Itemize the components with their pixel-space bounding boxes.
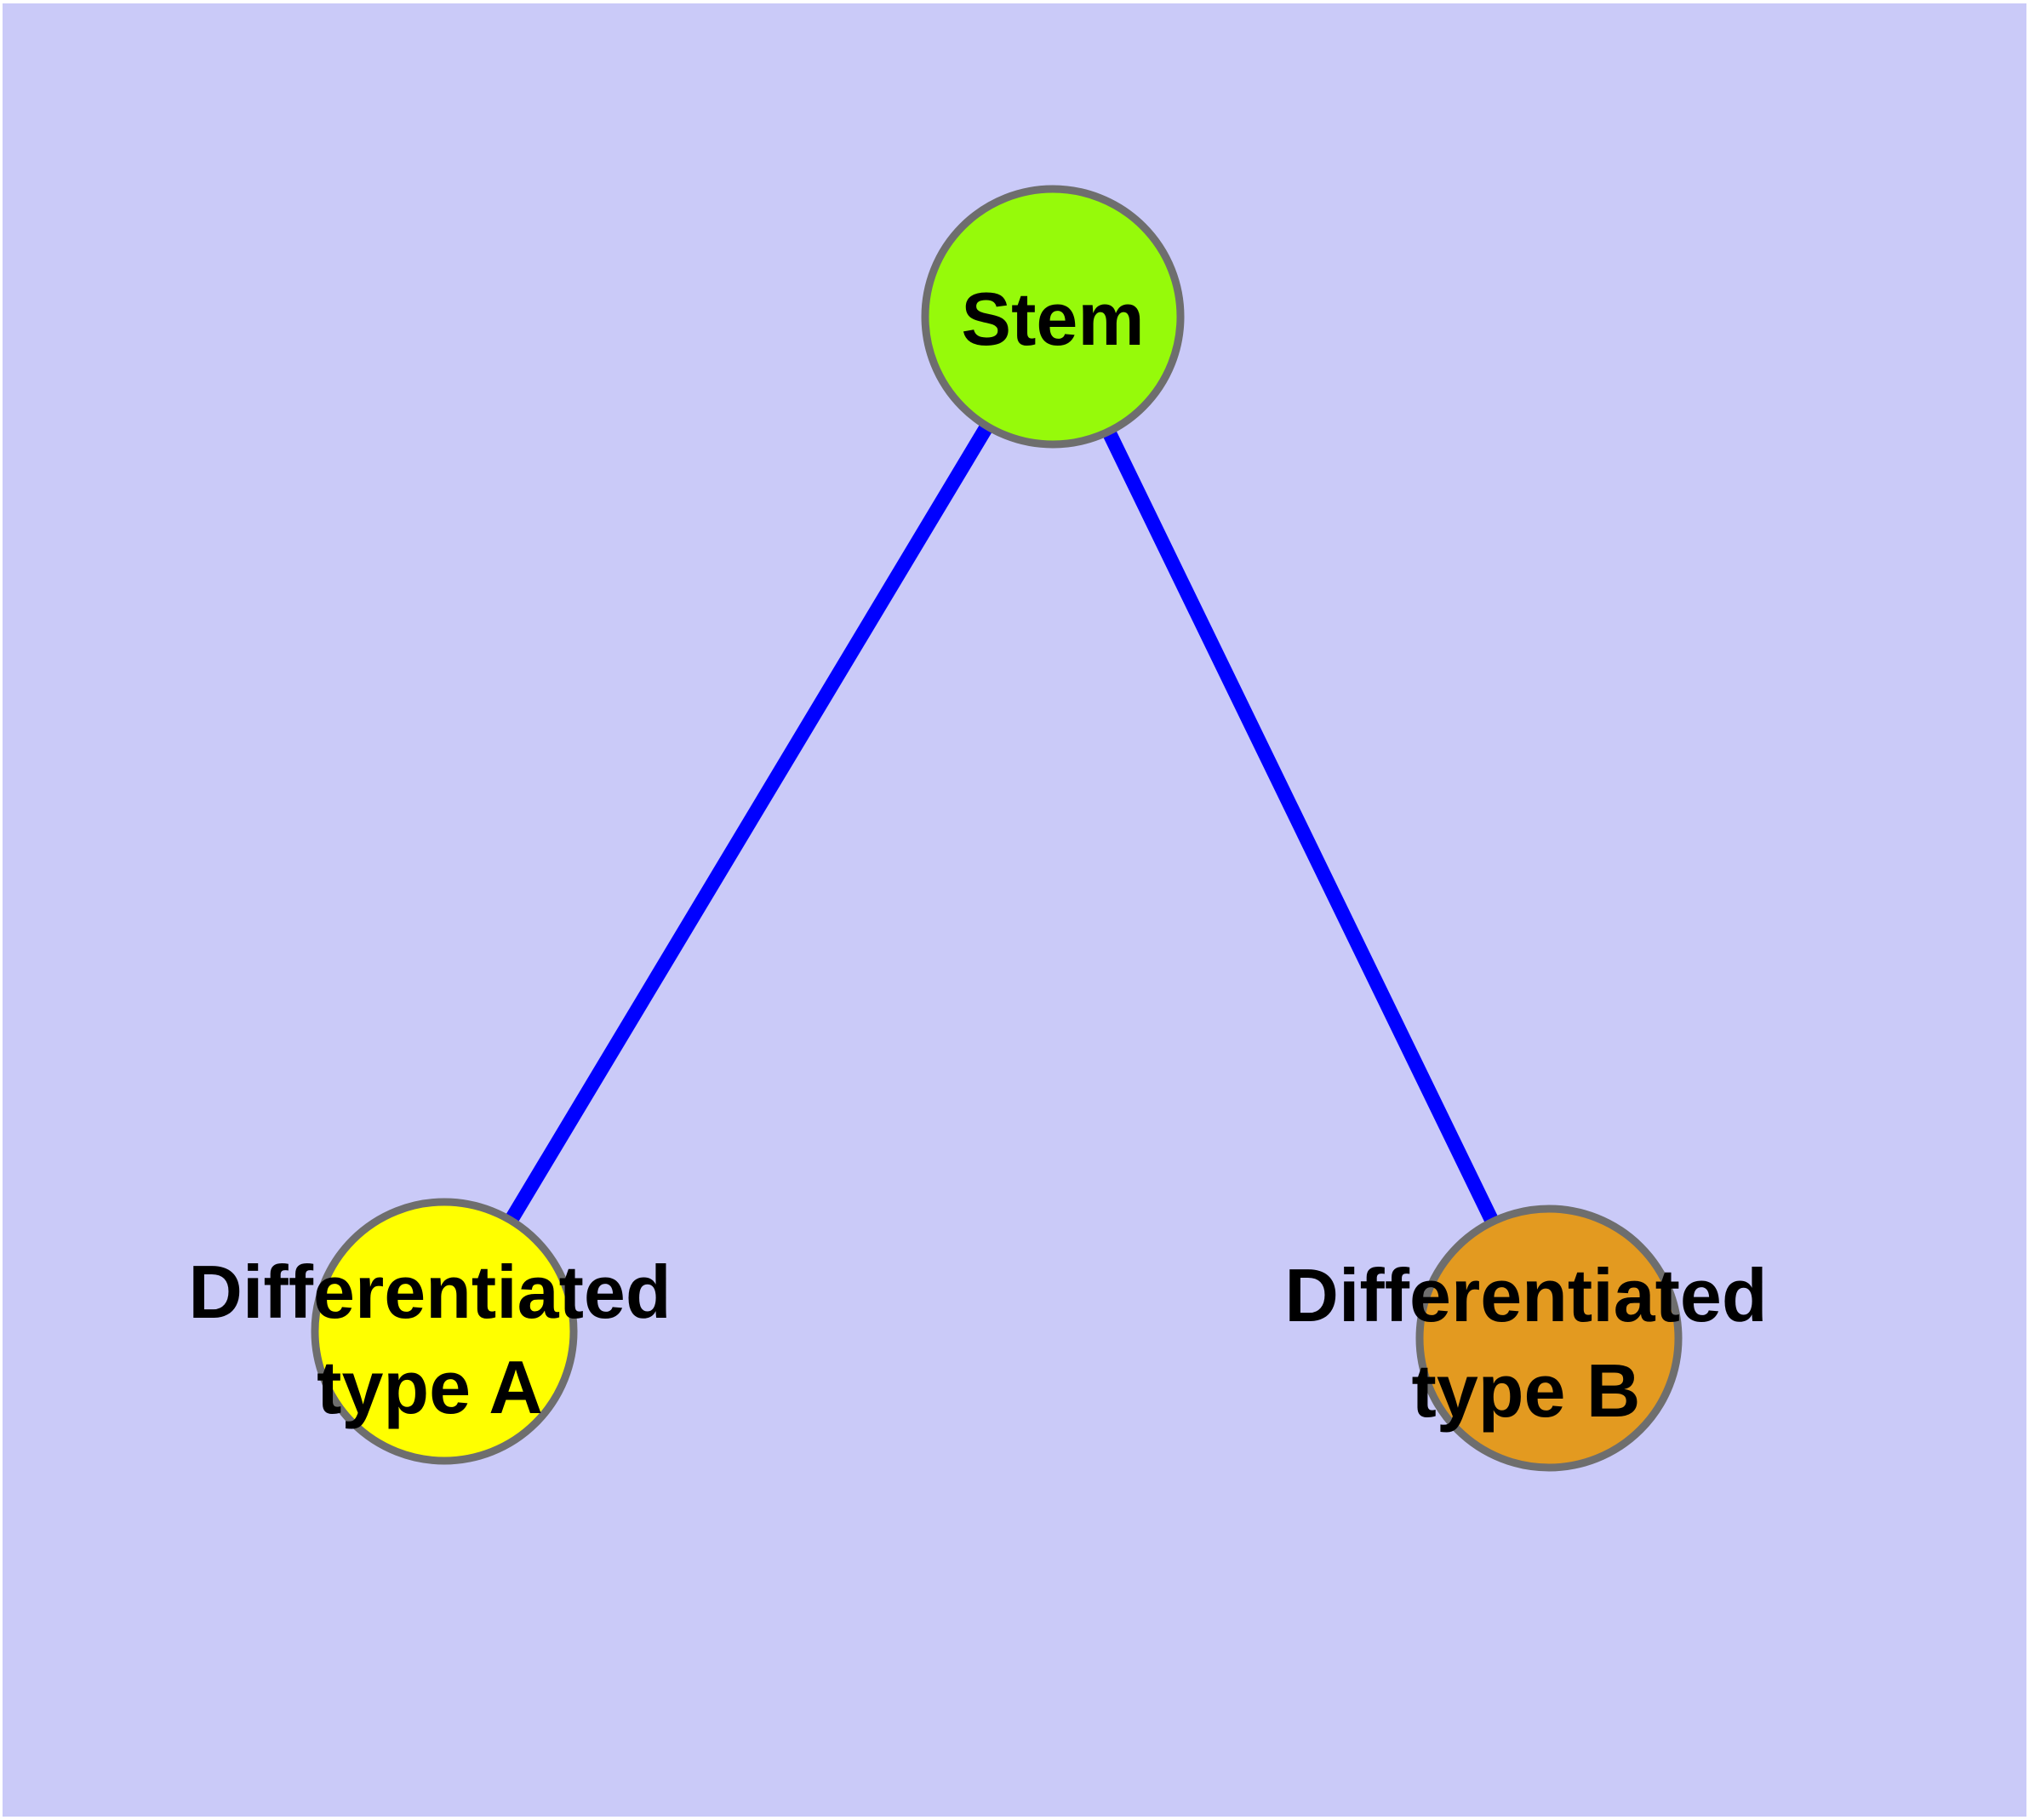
node-differentiated-type-b [1415, 1205, 1683, 1472]
node-type-b-label-line2: type B [1412, 1348, 1641, 1433]
node-differentiated-type-a [311, 1198, 578, 1465]
node-type-a-label-line2: type A [317, 1345, 543, 1429]
edge-stem-to-type-b [1046, 313, 1556, 1342]
node-stem-label: Stem [961, 277, 1144, 361]
node-stem [921, 185, 1185, 449]
node-type-a-label-line1: Differentiated [188, 1250, 671, 1334]
node-type-b-label-line1: Differentiated [1284, 1253, 1767, 1337]
edge-stem-to-type-a [437, 312, 1060, 1336]
